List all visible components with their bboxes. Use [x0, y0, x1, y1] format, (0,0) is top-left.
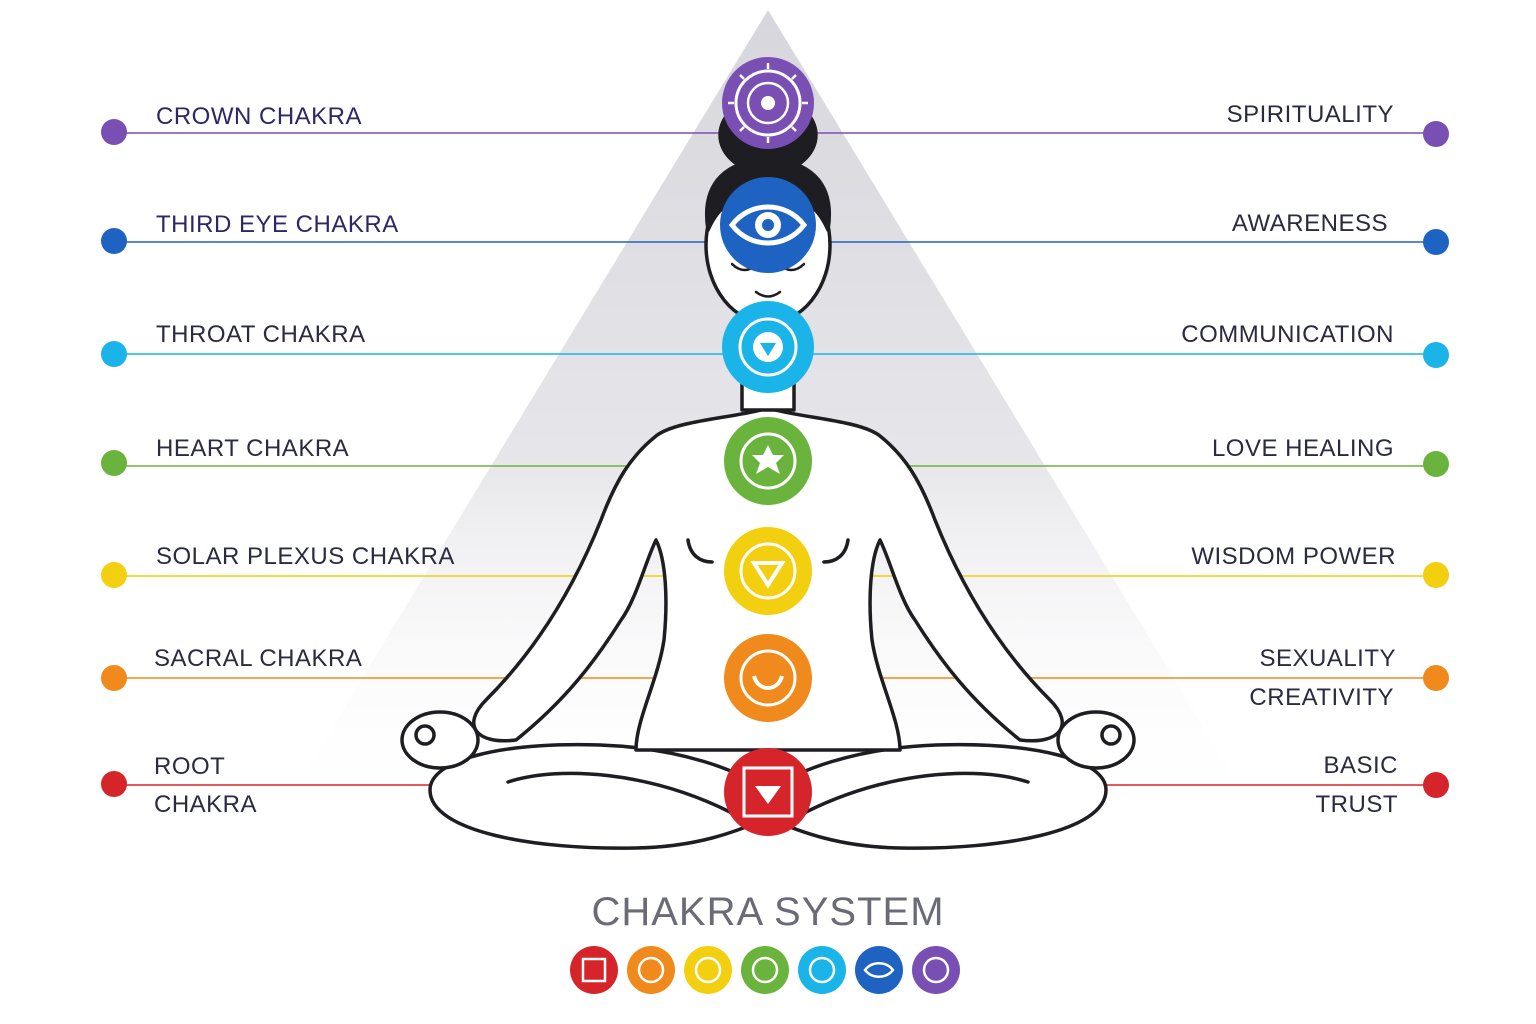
figure-left-hand: [400, 710, 480, 770]
chakra-name-third-eye: THIRD EYE CHAKRA: [156, 211, 399, 238]
figure-leg-fold: [506, 771, 732, 814]
chakra-meaning-heart: LOVE HEALING: [1211, 435, 1394, 462]
chakra-meaning-root-1: BASIC: [1323, 752, 1398, 779]
chakra-name-root: ROOT CHAKRA: [154, 753, 258, 818]
dot-right-root: [1423, 772, 1449, 798]
dot-left-sacral: [101, 665, 127, 691]
dot-right-heart: [1423, 451, 1449, 477]
chakra-name-throat: THROAT CHAKRA: [156, 321, 366, 348]
chakra-name-solar-plexus: SOLAR PLEXUS CHAKRA: [156, 543, 455, 570]
dot-right-crown: [1423, 121, 1449, 147]
dot-left-root: [101, 771, 127, 797]
diagram-title: CHAKRA SYSTEM: [591, 890, 945, 934]
chakra-icon-row: [570, 946, 960, 994]
mini-root-chakra-icon: [570, 946, 618, 994]
dot-right-solar-plexus: [1423, 562, 1449, 588]
body-chakras: [720, 57, 816, 836]
chakra-meaning-third-eye: AWARENESS: [1231, 210, 1388, 237]
third-eye-chakra-icon: [720, 177, 816, 273]
dot-left-crown: [101, 119, 127, 145]
solar-plexus-chakra-icon: [724, 527, 812, 615]
mini-crown-chakra-icon: [912, 946, 960, 994]
dot-left-heart: [101, 450, 127, 476]
chakra-meaning-crown: SPIRITUALITY: [1226, 101, 1394, 128]
throat-chakra-icon: [722, 301, 814, 393]
mini-solar-plexus-chakra-icon: [684, 946, 732, 994]
chakra-meaning-sacral-2: CREATIVITY: [1249, 684, 1394, 711]
dot-right-throat: [1423, 342, 1449, 368]
sacral-chakra-icon: [724, 634, 812, 722]
chakra-name-sacral: SACRAL CHAKRA: [154, 645, 363, 672]
mini-sacral-chakra-icon: [627, 946, 675, 994]
chakra-name-crown: CROWN CHAKRA: [156, 103, 363, 130]
dot-left-throat: [101, 341, 127, 367]
chakra-meaning-root-2: TRUST: [1315, 791, 1398, 818]
chakra-meaning-throat: COMMUNICATION: [1181, 321, 1394, 348]
chakra-name-heart: HEART CHAKRA: [156, 435, 350, 462]
figure-leg-fold-2: [804, 771, 1030, 814]
dot-right-third-eye: [1423, 229, 1449, 255]
figure-right-hand: [1056, 710, 1136, 770]
heart-chakra-icon: [724, 417, 812, 505]
dot-left-third-eye: [101, 228, 127, 254]
mini-third-eye-chakra-icon: [855, 946, 903, 994]
mini-heart-chakra-icon: [741, 946, 789, 994]
crown-chakra-icon: [722, 57, 814, 149]
chakra-meaning-solar-plexus: WISDOM POWER: [1191, 543, 1396, 570]
dot-right-sacral: [1423, 665, 1449, 691]
root-chakra-icon: [724, 748, 812, 836]
chakra-meaning-sacral-1: SEXUALITY: [1259, 645, 1396, 672]
dot-left-solar-plexus: [101, 562, 127, 588]
mini-throat-chakra-icon: [798, 946, 846, 994]
